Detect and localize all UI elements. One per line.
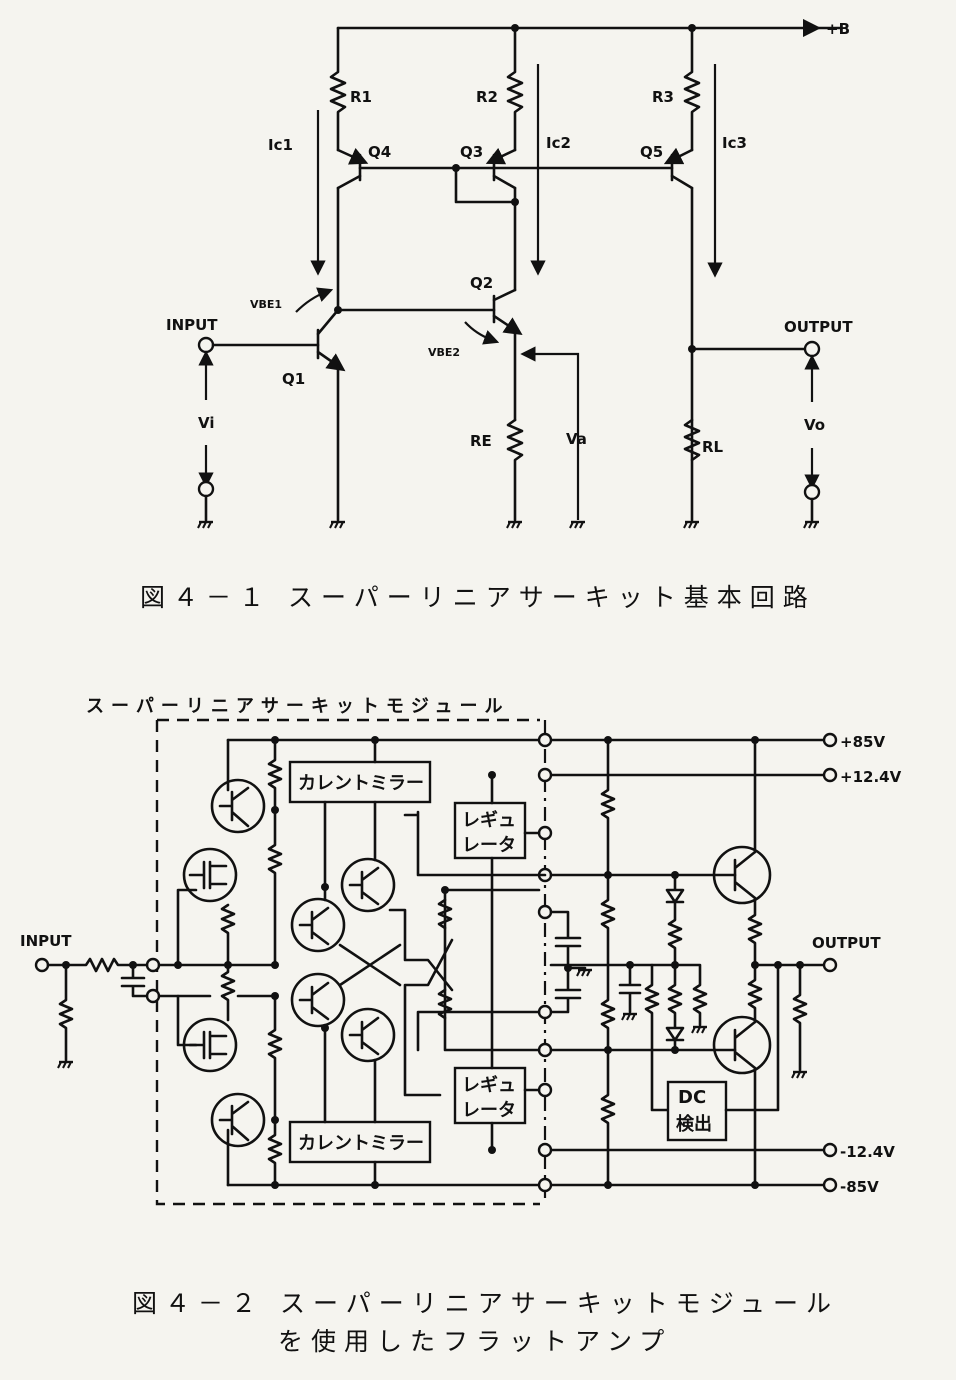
q-mid-3 [290,972,346,1028]
regulator-top [453,801,527,860]
rail-minus-85: -85V [840,1178,879,1196]
q3-label: Q3 [460,143,483,161]
module-label: スーパーリニアサーキットモジュール [86,696,510,717]
regulator-bottom [453,1066,527,1125]
current-mirror-top-label: カレントミラー [298,773,424,794]
q4-label: Q4 [368,143,391,161]
supply-label: +B [826,20,850,38]
r1-label: R1 [350,88,372,106]
regulator-top-line1: レギュ [462,810,516,831]
regulator-bottom-line2: レータ [462,1100,516,1121]
rail-plus-12: +12.4V [840,768,902,786]
regulator-top-line2: レータ [462,835,516,856]
re-label: RE [470,432,492,450]
r3-label: R3 [652,88,674,106]
q-mid-2 [290,897,346,953]
vbe1-label: VBE1 [250,298,282,311]
vbe2-label: VBE2 [428,346,460,359]
ic3-label: Ic3 [722,134,747,152]
figure-1-basic-circuit: +B R1 R2 R3 Ic1 Ic2 Ic3 Q4 Q3 Q5 [166,18,853,530]
dc-detect [666,1080,728,1142]
fet-bottom [182,1017,238,1073]
transistor-top [210,778,266,834]
q2-label: Q2 [470,274,493,292]
input-label: INPUT [166,316,218,334]
q-mid-1 [340,857,396,913]
fig2-input-label: INPUT [20,932,72,950]
output-transistor-bottom [712,1015,772,1075]
transistor-bottom [210,1092,266,1148]
r2-label: R2 [476,88,498,106]
fet-top [182,847,238,903]
regulator-bottom-line1: レギュ [462,1075,516,1096]
figure-2-flat-amp: スーパーリニアサーキットモジュール +85V +12.4V -12.4V -85… [20,696,902,1206]
current-mirror-bottom-label: カレントミラー [298,1133,424,1154]
dc-detect-line1: DC [678,1087,706,1108]
rail-minus-12: -12.4V [840,1143,895,1161]
q-mid-4 [340,1007,396,1063]
figure-2-caption-line1: 図４－２ スーパーリニアサーキットモジュール [132,1289,839,1318]
va-label: Va [566,430,587,448]
output-terminal [803,340,821,358]
output-label: OUTPUT [784,318,853,336]
vi-label: Vi [198,414,215,432]
rail-plus-85: +85V [840,733,885,751]
current-mirror-bottom [288,1120,432,1164]
q1-label: Q1 [282,370,305,388]
current-mirror-top [288,760,432,804]
figure-1-caption: 図４－１ スーパーリニアサーキット基本回路 [140,583,816,612]
ic2-label: Ic2 [546,134,571,152]
rl-label: RL [702,438,724,456]
fig2-output-label: OUTPUT [812,934,881,952]
input-terminal [197,336,215,354]
vo-label: Vo [804,416,825,434]
ic1-label: Ic1 [268,136,293,154]
output-transistor-top [712,845,772,905]
q5-label: Q5 [640,143,663,161]
dc-detect-line2: 検出 [676,1113,712,1135]
figure-2-caption-line2: を使用したフラットアンプ [278,1327,672,1356]
